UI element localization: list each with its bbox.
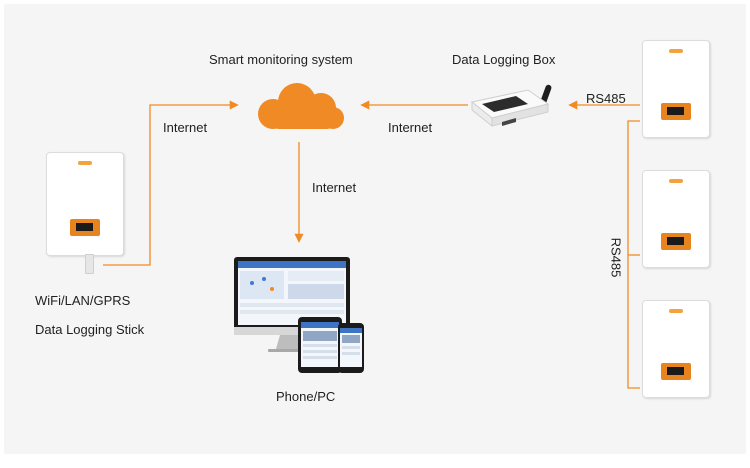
data-logging-box-label: Data Logging Box xyxy=(452,52,556,67)
internet-right-label: Internet xyxy=(388,120,433,135)
inverter-logo xyxy=(669,49,683,53)
inverter-display xyxy=(70,219,100,236)
inverter-3 xyxy=(642,300,710,398)
internet-down-label: Internet xyxy=(312,180,357,195)
inverter-logo xyxy=(78,161,92,165)
internet-line-left xyxy=(103,100,239,266)
inverter-1 xyxy=(642,40,710,138)
stick-label-line2: Data Logging Stick xyxy=(35,322,145,337)
rs485-top-label: RS485 xyxy=(586,91,626,106)
devices-icon xyxy=(234,257,364,373)
stick-label-line1: WiFi/LAN/GPRS xyxy=(35,293,131,308)
inverter-display xyxy=(661,363,691,380)
internet-left-label: Internet xyxy=(163,120,208,135)
inverter-display xyxy=(661,103,691,120)
inverter-display xyxy=(661,233,691,250)
rs485-vertical-label: RS485 xyxy=(608,237,624,278)
logging-stick xyxy=(85,254,94,274)
inverter-2 xyxy=(642,170,710,268)
data-logging-box xyxy=(470,84,552,128)
inverter-with-stick xyxy=(46,152,124,256)
inverter-logo xyxy=(669,309,683,313)
cloud-icon xyxy=(258,83,344,129)
phone-pc-label: Phone/PC xyxy=(276,389,336,404)
smart-monitoring-label: Smart monitoring system xyxy=(209,52,353,67)
diagram-background xyxy=(4,4,746,454)
inverter-logo xyxy=(669,179,683,183)
